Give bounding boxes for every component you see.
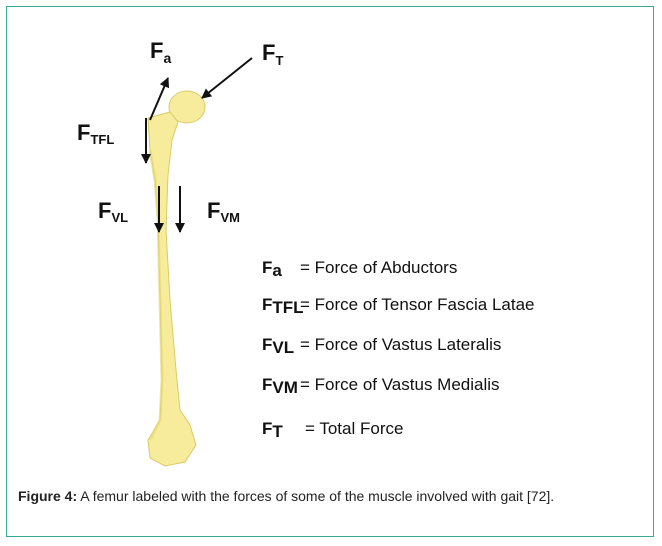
legend-row-fvm: FVM = Force of Vastus Medialis xyxy=(262,375,500,397)
legend-row-fvl: FVL = Force of Vastus Lateralis xyxy=(262,335,501,357)
legend-row-ft: FT = Total Force xyxy=(262,419,403,441)
legend: Fa = Force of Abductors FTFL = Force of … xyxy=(262,258,535,441)
label-fvm: FVM xyxy=(207,198,240,225)
label-ftfl: FTFL xyxy=(77,120,114,147)
label-fa: Fa xyxy=(150,38,171,66)
label-fvl: FVL xyxy=(98,198,128,225)
femur-bone xyxy=(148,91,205,466)
label-ft: FT xyxy=(262,40,283,68)
femur-diagram: Fa FT FTFL FVL FVM Fa = Force of Abducto… xyxy=(0,0,662,470)
figure-caption: Figure 4: A femur labeled with the force… xyxy=(18,485,640,507)
legend-row-fa: Fa = Force of Abductors xyxy=(262,258,457,280)
legend-row-ftfl: FTFL = Force of Tensor Fascia Latae xyxy=(262,295,535,317)
ft-arrow xyxy=(202,58,252,98)
caption-text: A femur labeled with the forces of some … xyxy=(80,488,554,504)
caption-label: Figure 4: xyxy=(18,488,77,504)
